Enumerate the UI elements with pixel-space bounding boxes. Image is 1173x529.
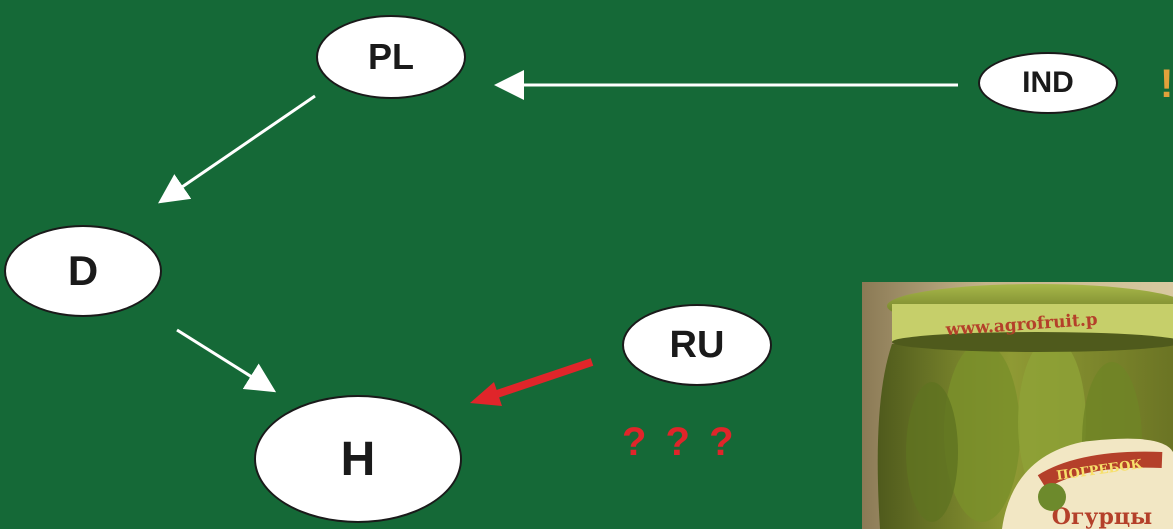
- arrow-d-to-h: [176, 328, 277, 393]
- arrow-ru-to-h-shaft: [495, 358, 594, 398]
- ind-exclamation-mark: !: [1160, 62, 1173, 106]
- node-pl-label: PL: [367, 36, 414, 77]
- jar-product-text: Огурцы: [1052, 504, 1152, 529]
- node-d-label: D: [67, 247, 99, 294]
- node-h-label: H: [340, 432, 376, 486]
- node-ru-label: RU: [669, 323, 725, 366]
- question-marks: ? ? ?: [622, 420, 738, 464]
- node-h: H: [254, 395, 462, 523]
- arrow-ru-to-h-head: [470, 382, 502, 406]
- node-ind: IND: [978, 52, 1118, 114]
- arrow-pl-to-d: [158, 94, 316, 204]
- node-pl: PL: [316, 15, 466, 99]
- node-d: D: [4, 225, 162, 317]
- pickle-jar-photo: www.agrofruit.p ПОГРЕБОК Огурцы: [862, 282, 1173, 529]
- node-ind-label: IND: [1022, 66, 1074, 99]
- node-ru: RU: [622, 304, 772, 386]
